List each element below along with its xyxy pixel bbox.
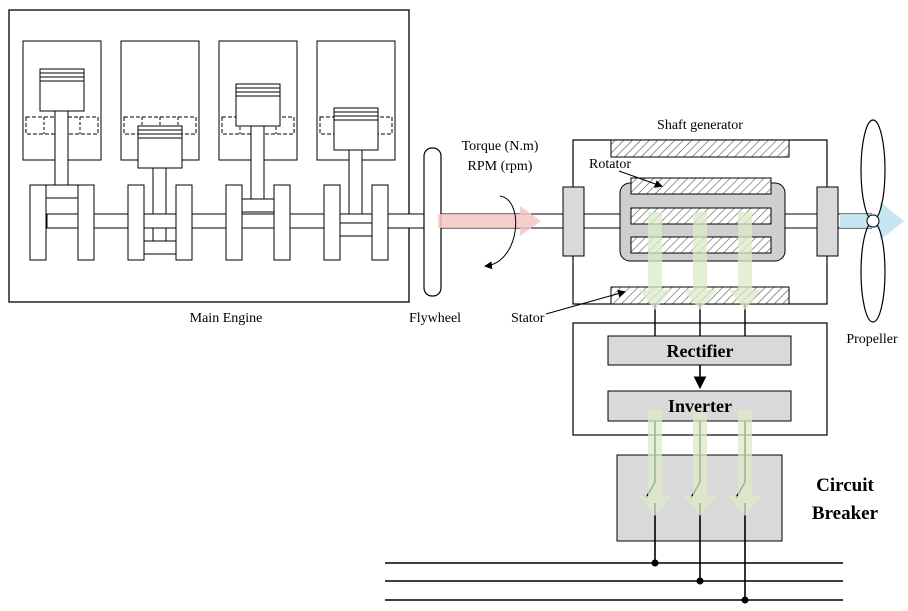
cylinder-3 xyxy=(218,40,298,201)
bus-junction-1 xyxy=(651,559,659,567)
flywheel-label: Flywheel xyxy=(409,311,461,326)
propeller-label: Propeller xyxy=(846,332,898,347)
piston-1 xyxy=(39,68,85,112)
rotator-leader xyxy=(618,170,663,188)
bus-bars xyxy=(385,562,843,601)
crankshaft xyxy=(29,184,425,261)
cylinder-2 xyxy=(120,40,200,244)
rotation-arrow xyxy=(484,195,517,270)
torque-arrow xyxy=(438,206,541,236)
propeller xyxy=(860,119,886,323)
cylinder-1 xyxy=(22,40,102,186)
shaft-generator-label: Shaft generator xyxy=(657,118,743,133)
torque-label: Torque (N.m) xyxy=(462,139,539,154)
stator-leader xyxy=(545,289,626,315)
piston-2 xyxy=(137,125,183,169)
rotator-label: Rotator xyxy=(589,157,631,172)
stator-label: Stator xyxy=(511,311,545,326)
bearing-left xyxy=(562,186,585,257)
main-engine-label: Main Engine xyxy=(190,311,263,326)
breaker-label: Breaker xyxy=(812,503,879,524)
cylinder-4 xyxy=(316,40,396,226)
piston-3 xyxy=(235,83,281,127)
circuit-label: Circuit xyxy=(816,475,874,496)
bus-junction-3 xyxy=(741,596,749,604)
bearing-right xyxy=(816,186,839,257)
rectifier-label: Rectifier xyxy=(667,341,734,361)
piston-4 xyxy=(333,107,379,151)
rpm-label: RPM (rpm) xyxy=(468,159,533,174)
rectifier-block xyxy=(607,335,792,366)
inverter-label: Inverter xyxy=(668,396,732,416)
rotor-winding-1 xyxy=(630,177,772,195)
stator-top xyxy=(610,139,790,158)
bus-junction-2 xyxy=(696,577,704,585)
power-flow-arrows xyxy=(639,212,761,516)
main-engine xyxy=(8,9,425,303)
